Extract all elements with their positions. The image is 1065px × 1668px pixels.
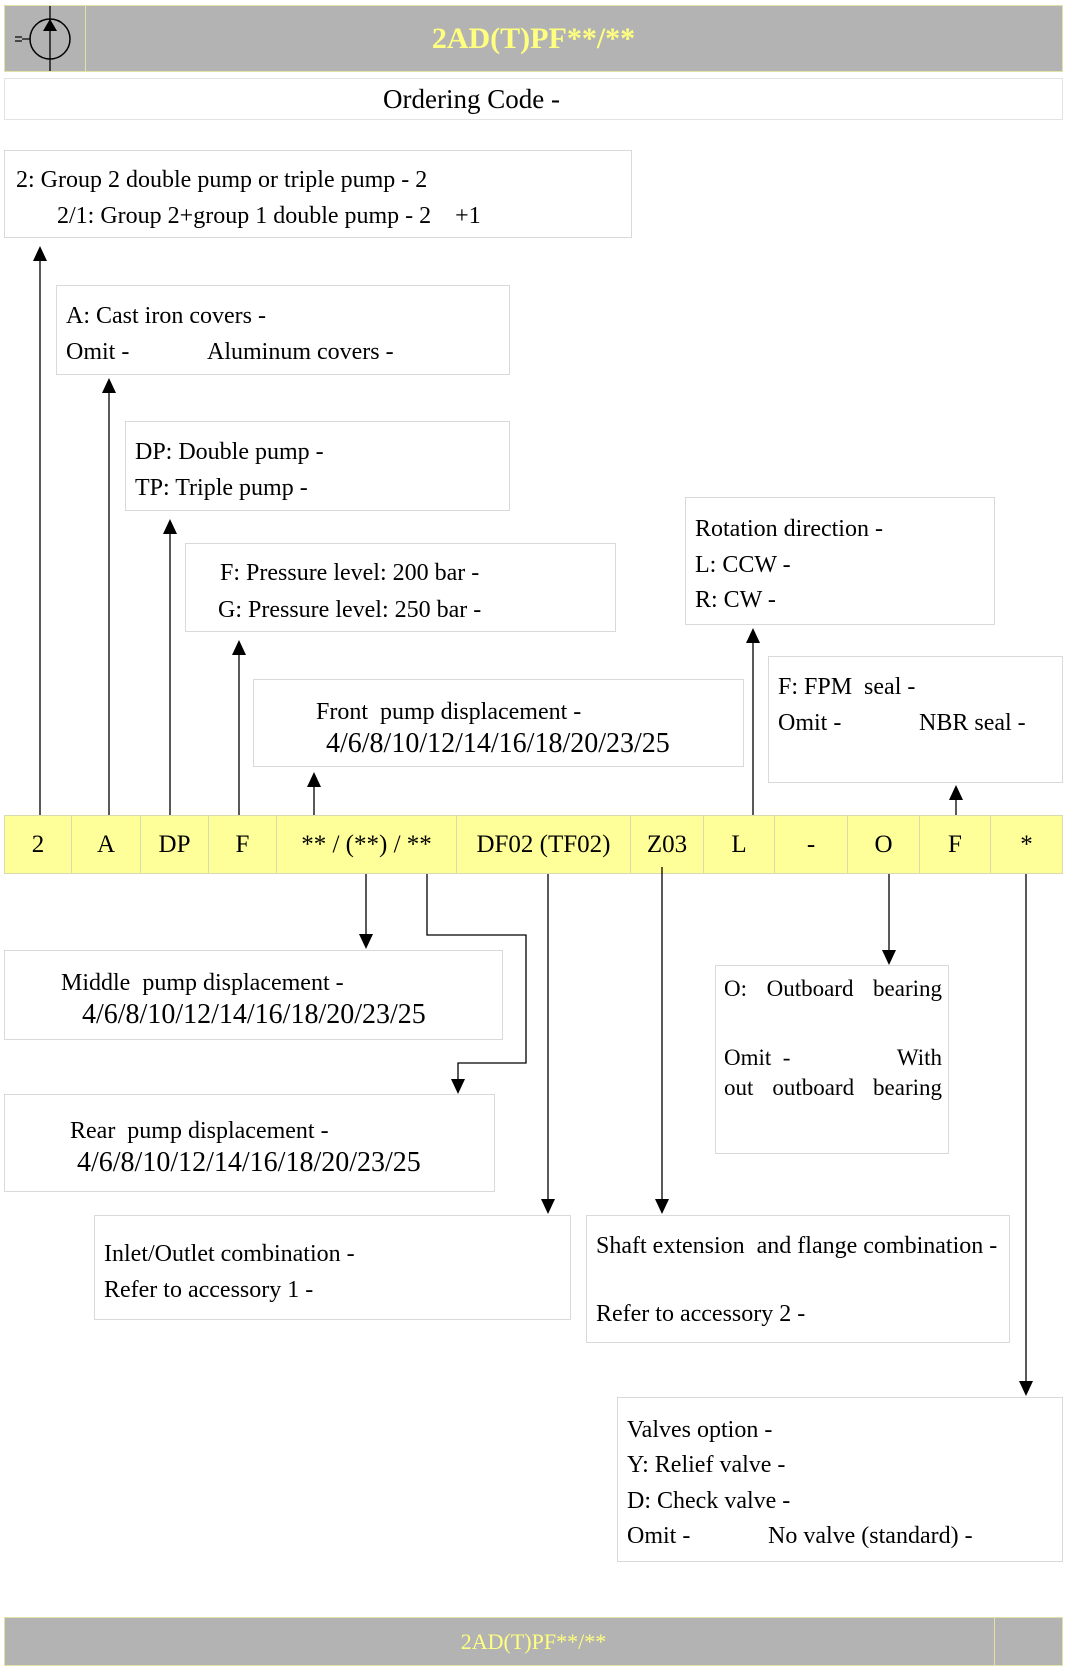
code-cell-bearing: O: [847, 815, 919, 874]
group-option-2: 2/1: Group 2+group 1 double pump - 2 +1: [57, 203, 481, 229]
arrow-group: [33, 246, 47, 815]
code-cell-covers: A: [71, 815, 140, 874]
pressure-option-f: F: Pressure level: 200 bar -: [220, 560, 480, 586]
valves-option-y: Y: Relief valve -: [627, 1452, 786, 1478]
arrowhead: [746, 628, 760, 643]
arrow-covers: [102, 378, 116, 815]
covers-option-a: A: Cast iron covers -: [66, 303, 266, 329]
seal-omit-value: NBR seal -: [919, 710, 1026, 736]
code-cell-seal: F: [919, 815, 990, 874]
arrow-bearing: [882, 874, 896, 965]
front-displacement-label: Front pump displacement -: [316, 699, 582, 725]
valves-label: Valves option -: [627, 1417, 773, 1443]
shaft-note: Refer to accessory 2 -: [596, 1301, 806, 1327]
code-cell-pressure: F: [208, 815, 276, 874]
pump-count-option-dp: DP: Double pump -: [135, 439, 324, 465]
arrowhead: [949, 785, 963, 800]
option-box-front-displacement: Front pump displacement - 4/6/8/10/12/14…: [253, 679, 744, 767]
arrowhead: [541, 1199, 555, 1214]
ports-note: Refer to accessory 1 -: [104, 1277, 314, 1303]
arrowhead: [882, 950, 896, 965]
header-bar: 2AD(T)PF**/**: [4, 5, 1063, 72]
arrow-ports: [541, 874, 555, 1214]
option-box-ports: Inlet/Outlet combination - Refer to acce…: [94, 1215, 571, 1320]
footer-bar: 2AD(T)PF**/**: [4, 1617, 1063, 1666]
middle-displacement-values: 4/6/8/10/12/14/16/18/20/23/25: [82, 999, 426, 1030]
arrowhead: [33, 246, 47, 261]
option-box-bearing: O: Outboard bearing Omit - With out outb…: [715, 965, 949, 1154]
arrow-shaft: [655, 867, 669, 1214]
arrow-seal: [949, 785, 963, 815]
rotation-option-r: R: CW -: [695, 587, 776, 613]
rotation-label: Rotation direction -: [695, 516, 883, 542]
code-cell-rotation: L: [703, 815, 774, 874]
valves-option-d: D: Check valve -: [627, 1488, 791, 1514]
pressure-option-g: G: Pressure level: 250 bar -: [218, 597, 482, 623]
group-option-1: 2: Group 2 double pump or triple pump - …: [16, 167, 428, 193]
arrowhead: [102, 378, 116, 393]
bearing-option-o: O: Outboard bearing: [724, 976, 942, 1001]
covers-omit-label: Omit -: [66, 339, 130, 365]
bearing-omit-label: Omit -: [724, 1045, 791, 1070]
arrowhead: [232, 640, 246, 655]
arrow-pressure: [232, 640, 246, 815]
valves-omit-value: No valve (standard) -: [768, 1523, 973, 1549]
front-displacement-values: 4/6/8/10/12/14/16/18/20/23/25: [326, 728, 670, 759]
option-box-valves: Valves option - Y: Relief valve - D: Che…: [617, 1397, 1063, 1562]
arrow-front-displacement: [307, 772, 321, 815]
arrowhead: [451, 1079, 465, 1094]
option-box-middle-displacement: Middle pump displacement - 4/6/8/10/12/1…: [4, 950, 503, 1040]
bearing-omit-value-start: With: [896, 1045, 942, 1070]
code-cell-valves: *: [990, 815, 1063, 874]
rear-displacement-values: 4/6/8/10/12/14/16/18/20/23/25: [77, 1147, 421, 1178]
covers-omit-value: Aluminum covers -: [207, 339, 394, 365]
shaft-label: Shaft extension and flange combination -: [596, 1233, 998, 1259]
valves-omit-label: Omit -: [627, 1523, 691, 1549]
option-box-pump-count: DP: Double pump - TP: Triple pump -: [125, 421, 510, 511]
ordering-code-banner: Ordering Code -: [4, 78, 1063, 120]
ordering-code-label: Ordering Code -: [383, 84, 560, 114]
hydraulic-pump-symbol-icon: [5, 6, 86, 71]
seal-omit-label: Omit -: [778, 710, 842, 736]
arrowhead: [359, 934, 373, 949]
option-box-group: 2: Group 2 double pump or triple pump - …: [4, 150, 632, 238]
option-box-covers: A: Cast iron covers - Omit - Aluminum co…: [56, 285, 510, 375]
pump-count-option-tp: TP: Triple pump -: [135, 475, 308, 501]
bearing-omit-value-end: out outboard bearing: [724, 1075, 942, 1100]
footer-title: 2AD(T)PF**/**: [460, 1628, 607, 1654]
seal-option-f: F: FPM seal -: [778, 674, 916, 700]
code-cell-ports: DF02 (TF02): [456, 815, 630, 874]
arrowhead: [307, 772, 321, 787]
middle-displacement-label: Middle pump displacement -: [61, 970, 344, 996]
code-cell-group: 2: [4, 815, 71, 874]
code-cell-displacements: ** / (**) / **: [276, 815, 456, 874]
footer-end-cell: [994, 1618, 1062, 1665]
ordering-code-row: 2 A DP F ** / (**) / ** DF02 (TF02) Z03 …: [4, 815, 1063, 874]
option-box-seal: F: FPM seal - Omit - NBR seal -: [768, 656, 1063, 783]
arrow-middle-displacement: [359, 874, 373, 949]
arrow-valves: [1019, 874, 1033, 1396]
rear-displacement-label: Rear pump displacement -: [70, 1118, 329, 1144]
arrowhead: [163, 519, 177, 534]
arrow-rotation: [746, 628, 760, 815]
arrow-pump-count: [163, 519, 177, 815]
option-box-rear-displacement: Rear pump displacement - 4/6/8/10/12/14/…: [4, 1094, 495, 1192]
option-box-rotation: Rotation direction - L: CCW - R: CW -: [685, 497, 995, 625]
rotation-option-l: L: CCW -: [695, 552, 791, 578]
arrowhead: [655, 1199, 669, 1214]
option-box-shaft: Shaft extension and flange combination -…: [586, 1215, 1010, 1343]
page-title: 2AD(T)PF**/**: [431, 21, 636, 55]
code-cell-shaft: Z03: [630, 815, 703, 874]
arrowhead: [1019, 1381, 1033, 1396]
option-box-pressure: F: Pressure level: 200 bar - G: Pressure…: [185, 543, 616, 632]
ports-label: Inlet/Outlet combination -: [104, 1241, 355, 1267]
code-cell-separator: -: [774, 815, 847, 874]
code-cell-pump-count: DP: [140, 815, 208, 874]
